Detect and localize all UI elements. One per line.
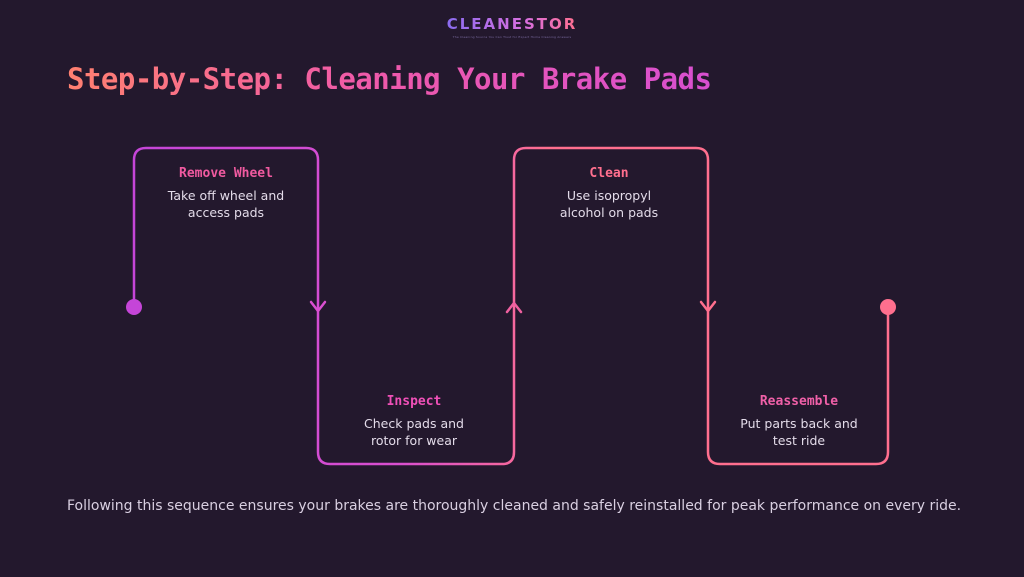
step-description: Use isopropyl alcohol on pads	[559, 188, 659, 220]
step-reassemble: Reassemble Put parts back and test ride	[714, 394, 884, 449]
step-description: Check pads and rotor for wear	[364, 416, 464, 448]
end-dot	[880, 299, 896, 315]
step-title: Remove Wheel	[179, 166, 273, 181]
start-dot	[126, 299, 142, 315]
flow-line	[132, 146, 890, 466]
footer-note: Following this sequence ensures your bra…	[67, 498, 962, 514]
brand-logo: CLEANESTOR The Cleaning Source You Can T…	[0, 14, 1024, 39]
brand-tagline: The Cleaning Source You Can Trust for Ex…	[452, 35, 572, 39]
step-clean: Clean Use isopropyl alcohol on pads	[524, 166, 694, 221]
step-description: Take off wheel and access pads	[167, 188, 285, 220]
arrow-up-icon	[505, 300, 523, 314]
step-description: Put parts back and test ride	[740, 416, 858, 448]
arrow-down-icon	[699, 300, 717, 314]
arrow-down-icon	[309, 300, 327, 314]
brand-name: CLEANESTOR	[446, 15, 578, 33]
step-inspect: Inspect Check pads and rotor for wear	[329, 394, 499, 449]
step-title: Clean	[589, 166, 629, 181]
step-remove-wheel: Remove Wheel Take off wheel and access p…	[141, 166, 311, 221]
step-title: Inspect	[386, 394, 442, 409]
page-title: Step-by-Step: Cleaning Your Brake Pads	[67, 62, 712, 96]
step-title: Reassemble	[759, 394, 839, 409]
